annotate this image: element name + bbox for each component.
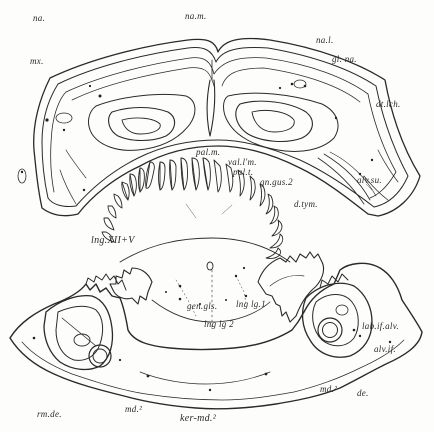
- label-md2-right: md.²: [320, 385, 337, 394]
- label-lab-if-alv: lab.if.alv.: [362, 322, 399, 331]
- label-gl-na: gl. na.: [332, 55, 357, 64]
- label-de-right: de.: [357, 389, 369, 398]
- tongue-and-floor: [110, 238, 324, 330]
- label-rm-de: rm.de.: [37, 410, 62, 419]
- label-d-tym: d.tym.: [294, 200, 318, 209]
- label-lng-lg-1: lng lg.1: [236, 300, 266, 309]
- leader-lines: [186, 184, 374, 218]
- label-na-m: na.m.: [185, 12, 207, 21]
- label-alv-su: alv.su.: [357, 176, 382, 185]
- label-mx: mx.: [30, 57, 44, 66]
- label-lng-xii: lng.XII+V: [91, 236, 135, 246]
- label-na: na.: [33, 14, 45, 23]
- label-ker-md2: ker-md.²: [180, 414, 216, 424]
- label-na-l: na.l.: [316, 36, 334, 45]
- label-lng-lg-2: lng lg 2: [204, 320, 234, 329]
- label-md2-left: md.²: [125, 405, 142, 414]
- label-pal-m: pal.m.: [196, 148, 220, 157]
- label-dt-lch: dt.lch.: [376, 100, 401, 109]
- label-gen-gls: gen.gls.: [187, 302, 217, 311]
- label-gn-gus-2: gn.gus.2: [260, 178, 293, 187]
- label-pal-t: pal.t.: [233, 168, 253, 177]
- label-val-l-m: val.l'm.: [228, 158, 257, 167]
- tongue-dots: [165, 267, 247, 305]
- label-alv-if: alv.if.: [374, 345, 396, 354]
